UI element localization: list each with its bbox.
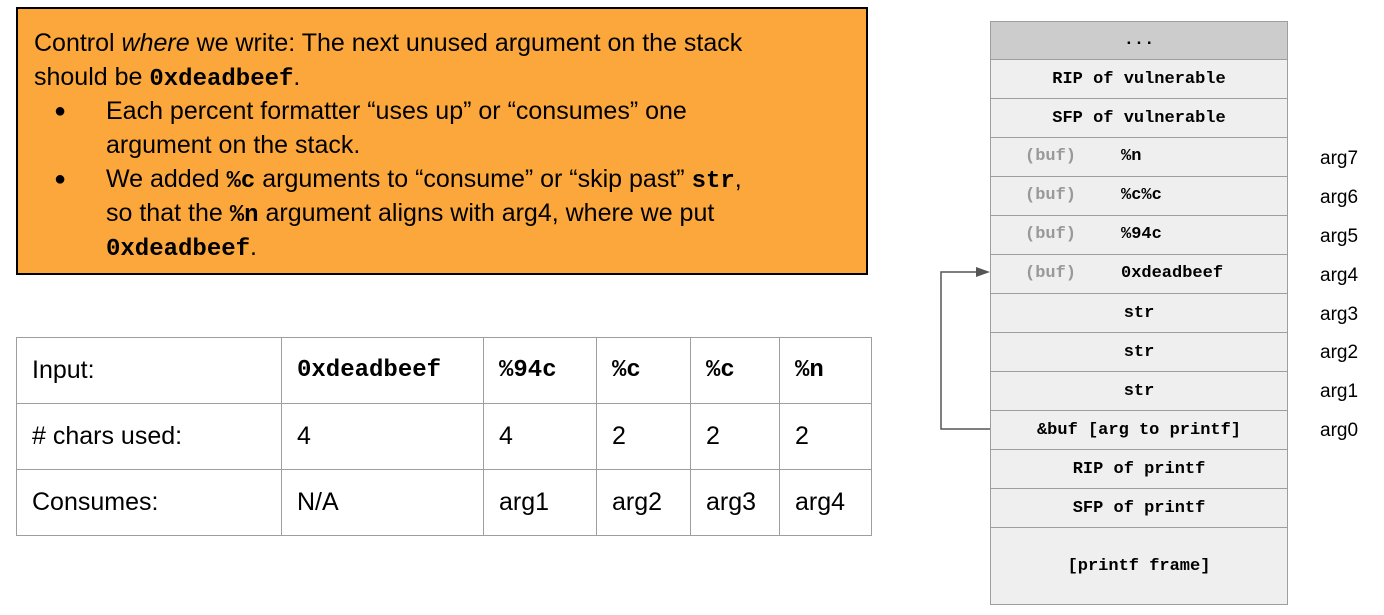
stack-cell-buf-n: (buf) %n xyxy=(990,138,1288,177)
table-cell: %c xyxy=(596,337,691,404)
arg-label-1: arg1 xyxy=(1320,381,1359,402)
callout-emphasis: where xyxy=(121,29,190,57)
arg-label-2: arg2 xyxy=(1320,342,1359,363)
callout-text: , xyxy=(734,165,742,193)
callout-text: should be xyxy=(34,63,150,91)
callout-text: We added xyxy=(106,165,227,193)
callout-text: Control xyxy=(34,29,122,57)
callout-text: . xyxy=(250,233,257,261)
arg-label-6: arg6 xyxy=(1320,187,1359,208)
row-label: Input: xyxy=(16,337,282,404)
stack-cell-sfp-vulnerable: SFP of vulnerable xyxy=(990,99,1288,138)
bullet-2-line-1: We added %c arguments to “consume” or “s… xyxy=(106,162,742,199)
bullet-2-line-3: 0xdeadbeef. xyxy=(106,230,257,267)
stack-cell-str-1: str xyxy=(990,372,1288,411)
buf-label: (buf) xyxy=(1025,264,1077,283)
stack-cell-sfp-printf: SFP of printf xyxy=(990,489,1288,528)
stack-cell-ellipsis: ... xyxy=(990,21,1288,60)
bullet-icon: ● xyxy=(54,168,67,190)
stack-cell-buf-cc: (buf) %c%c xyxy=(990,177,1288,216)
table-row-consumes: Consumes: N/A arg1 arg2 arg3 arg4 xyxy=(16,469,872,536)
stack-cell-text: RIP of printf xyxy=(1072,459,1206,479)
row-label: # chars used: xyxy=(16,403,282,470)
stack-cell-text: ... xyxy=(1123,31,1155,50)
stack-cell-text: [printf frame] xyxy=(1067,556,1211,576)
table-cell: 2 xyxy=(596,403,691,470)
stack-cell-text: %n xyxy=(1121,147,1142,166)
table-cell: arg3 xyxy=(690,469,780,536)
stack-cell-buf-pointer: &buf [arg to printf] xyxy=(990,411,1288,450)
table-cell: arg1 xyxy=(483,469,597,536)
table-cell: arg4 xyxy=(779,469,872,536)
callout-text: . xyxy=(293,63,301,91)
arg-label-0: arg0 xyxy=(1320,420,1359,441)
pointer-arrow-line xyxy=(940,271,990,430)
stack-diagram: ... RIP of vulnerable SFP of vulnerable … xyxy=(990,21,1288,605)
table-cell: 0xdeadbeef xyxy=(281,337,484,404)
stack-cell-text: %c%c xyxy=(1121,186,1162,205)
code-percent-n: %n xyxy=(229,202,259,229)
arg-label-4: arg4 xyxy=(1320,265,1359,286)
stack-cell-text: 0xdeadbeef xyxy=(1121,264,1224,283)
stack-cell-text: str xyxy=(1123,303,1155,323)
stack-cell-printf-frame: [printf frame] xyxy=(990,528,1288,605)
arg-label-3: arg3 xyxy=(1320,304,1359,325)
buf-label: (buf) xyxy=(1025,225,1077,244)
stack-cell-text: %94c xyxy=(1121,225,1162,244)
stack-cell-text: RIP of vulnerable xyxy=(1052,69,1226,89)
table-cell: %n xyxy=(779,337,872,404)
stack-cell-text: str xyxy=(1123,381,1155,401)
table-row-input: Input: 0xdeadbeef %94c %c %c %n xyxy=(16,337,872,404)
stack-cell-str-2: str xyxy=(990,333,1288,372)
row-label: Consumes: xyxy=(16,469,282,536)
stack-cell-buf-94c: (buf) %94c xyxy=(990,216,1288,255)
callout-text: argument aligns with arg4, where we put xyxy=(258,199,715,227)
stack-cell-buf-deadbeef: (buf) 0xdeadbeef xyxy=(990,255,1288,294)
table-cell: 4 xyxy=(281,403,484,470)
table-cell: %94c xyxy=(483,337,597,404)
stack-cell-rip-vulnerable: RIP of vulnerable xyxy=(990,60,1288,99)
stack-cell-text: SFP of vulnerable xyxy=(1052,108,1226,128)
callout-line-1: Control where we write: The next unused … xyxy=(34,26,742,60)
format-string-table: Input: 0xdeadbeef %94c %c %c %n # chars … xyxy=(16,337,872,536)
stack-cell-text: SFP of printf xyxy=(1072,498,1206,518)
table-cell: 2 xyxy=(779,403,872,470)
table-row-chars-used: # chars used: 4 4 2 2 2 xyxy=(16,403,872,470)
stack-cell-text: &buf [arg to printf] xyxy=(1036,420,1242,440)
explanation-callout: Control where we write: The next unused … xyxy=(16,7,868,275)
code-deadbeef: 0xdeadbeef xyxy=(149,66,294,93)
arg-label-5: arg5 xyxy=(1320,226,1359,247)
callout-text: we write: The next unused argument on th… xyxy=(189,29,743,57)
arg-label-7: arg7 xyxy=(1320,148,1359,169)
stack-cell-str-3: str xyxy=(990,294,1288,333)
buf-label: (buf) xyxy=(1025,186,1077,205)
buf-label: (buf) xyxy=(1025,147,1077,166)
code-deadbeef: 0xdeadbeef xyxy=(106,236,251,263)
stack-cell-text: str xyxy=(1123,342,1155,362)
table-cell: N/A xyxy=(281,469,484,536)
code-percent-c: %c xyxy=(226,168,256,195)
code-str: str xyxy=(691,168,735,195)
callout-text: arguments to “consume” or “skip past” xyxy=(255,165,692,193)
callout-text: so that the xyxy=(106,199,230,227)
bullet-1-line-1: Each percent formatter “uses up” or “con… xyxy=(106,97,687,125)
table-cell: arg2 xyxy=(596,469,691,536)
stack-cell-rip-printf: RIP of printf xyxy=(990,450,1288,489)
bullet-2-line-2: so that the %n argument aligns with arg4… xyxy=(106,196,714,233)
bullet-1-line-2: argument on the stack. xyxy=(106,131,361,159)
callout-line-2: should be 0xdeadbeef. xyxy=(34,60,300,97)
arrowhead-icon xyxy=(976,267,990,277)
bullet-icon: ● xyxy=(54,100,67,122)
